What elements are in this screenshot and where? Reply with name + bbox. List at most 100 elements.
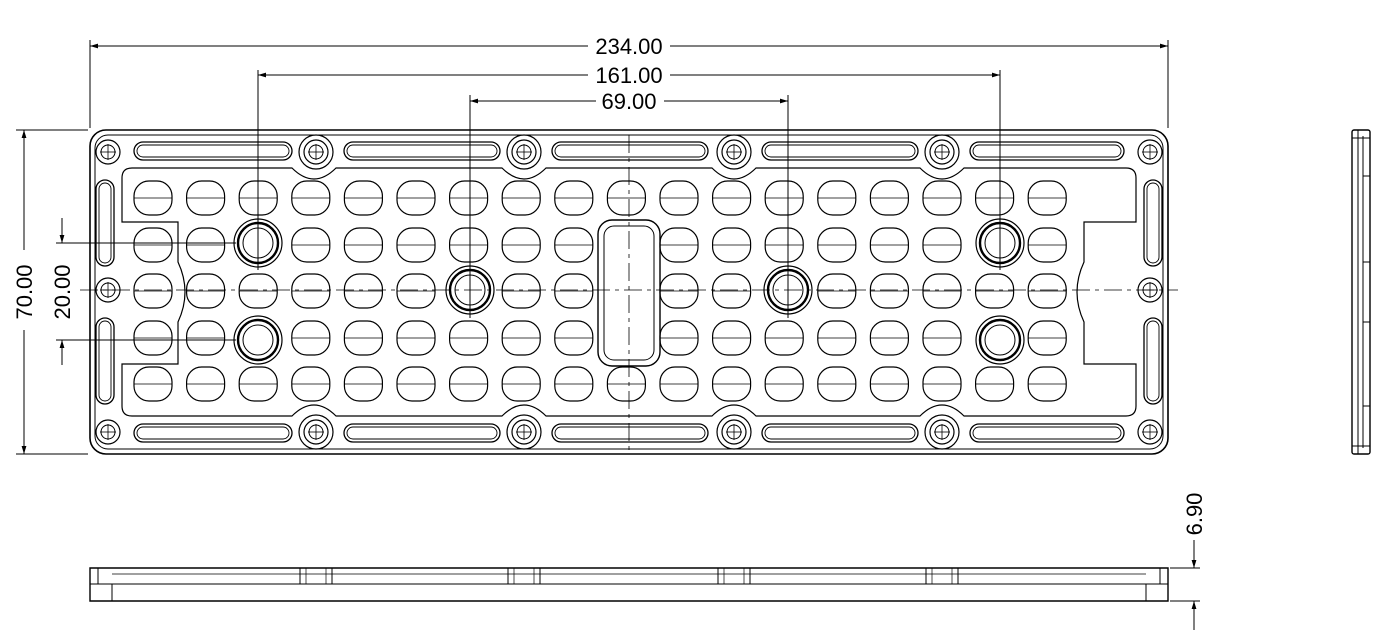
mounting-slot — [1143, 179, 1163, 267]
mounting-slot — [551, 423, 709, 443]
lens — [291, 227, 331, 263]
lens — [396, 180, 436, 216]
dim-overall-width: 70.00 — [12, 264, 37, 319]
boss-profile — [299, 568, 333, 584]
lens — [1027, 320, 1067, 356]
lens — [449, 180, 489, 216]
lens-array — [133, 180, 1067, 402]
lens — [817, 320, 857, 356]
lens — [869, 227, 910, 263]
lens — [1027, 227, 1067, 263]
lens — [606, 180, 647, 216]
dimension-lines — [16, 40, 1200, 630]
mounting-slot — [1143, 317, 1163, 405]
lens — [291, 180, 331, 216]
screw-hole — [924, 414, 960, 450]
lens — [449, 227, 489, 263]
lens — [817, 227, 857, 263]
lens — [238, 273, 278, 309]
lens — [501, 320, 541, 356]
lens — [133, 227, 173, 263]
lens — [554, 227, 594, 263]
screw-hole — [924, 134, 960, 170]
lens — [711, 366, 752, 402]
lens — [186, 366, 226, 402]
mounting-slot — [969, 141, 1125, 161]
lens — [554, 273, 594, 309]
lens — [659, 320, 699, 356]
lens — [343, 320, 383, 356]
top-view — [80, 129, 1178, 455]
lens — [659, 180, 699, 216]
lens — [343, 273, 383, 309]
mounting-slot — [343, 141, 501, 161]
lens — [133, 180, 173, 216]
mounting-hole — [975, 315, 1025, 365]
lens — [659, 227, 699, 263]
lens — [501, 273, 541, 309]
lens — [922, 227, 962, 263]
mounting-slot — [761, 423, 919, 443]
dim-overall-length: 234.00 — [595, 34, 662, 59]
lens — [291, 273, 331, 309]
mounting-slot — [133, 423, 293, 443]
lens — [764, 227, 804, 263]
lens — [291, 320, 331, 356]
lens — [396, 366, 436, 402]
lens — [922, 366, 962, 402]
lens — [396, 273, 436, 309]
lens — [133, 366, 173, 402]
screw-hole — [716, 134, 752, 170]
lens — [343, 227, 383, 263]
lens — [922, 273, 962, 309]
lens — [186, 320, 226, 356]
dim-thickness: 6.90 — [1182, 493, 1207, 536]
mounting-slot — [133, 141, 293, 161]
lens — [238, 366, 278, 402]
lens — [501, 227, 541, 263]
lens — [554, 366, 594, 402]
lens — [711, 273, 752, 309]
lens — [711, 320, 752, 356]
lens — [343, 366, 383, 402]
lens-area-outline — [121, 167, 1137, 417]
lens — [501, 366, 541, 402]
dim-outer-hole-span: 161.00 — [595, 63, 662, 88]
screw-hole — [1137, 419, 1163, 445]
mounting-slot — [343, 423, 501, 443]
boss-profile — [507, 568, 541, 584]
lens — [817, 273, 857, 309]
lens — [449, 320, 489, 356]
mounting-slot — [551, 141, 709, 161]
screw-hole — [1137, 139, 1163, 165]
lens — [659, 273, 699, 309]
center-lines — [80, 135, 1178, 450]
lens — [764, 320, 804, 356]
side-view — [1351, 129, 1371, 455]
mounting-slots — [95, 141, 1163, 443]
plate-outline — [89, 129, 1169, 455]
mounting-slot — [969, 423, 1125, 443]
lens — [396, 320, 436, 356]
screw-hole — [95, 139, 121, 165]
lens — [186, 180, 226, 216]
screw-hole — [298, 134, 334, 170]
lens — [606, 366, 647, 402]
lens — [869, 180, 910, 216]
lens — [186, 273, 226, 309]
lens — [869, 366, 910, 402]
lens — [133, 273, 173, 309]
screw-hole — [506, 134, 542, 170]
lens — [974, 180, 1015, 216]
lens — [922, 180, 962, 216]
lens — [974, 366, 1015, 402]
lens — [343, 180, 383, 216]
lens — [922, 320, 962, 356]
lens — [1027, 180, 1067, 216]
screw-hole — [716, 414, 752, 450]
lens — [817, 180, 857, 216]
screw-hole — [506, 414, 542, 450]
lens — [764, 180, 804, 216]
mounting-slot — [95, 317, 115, 405]
lens — [711, 180, 752, 216]
